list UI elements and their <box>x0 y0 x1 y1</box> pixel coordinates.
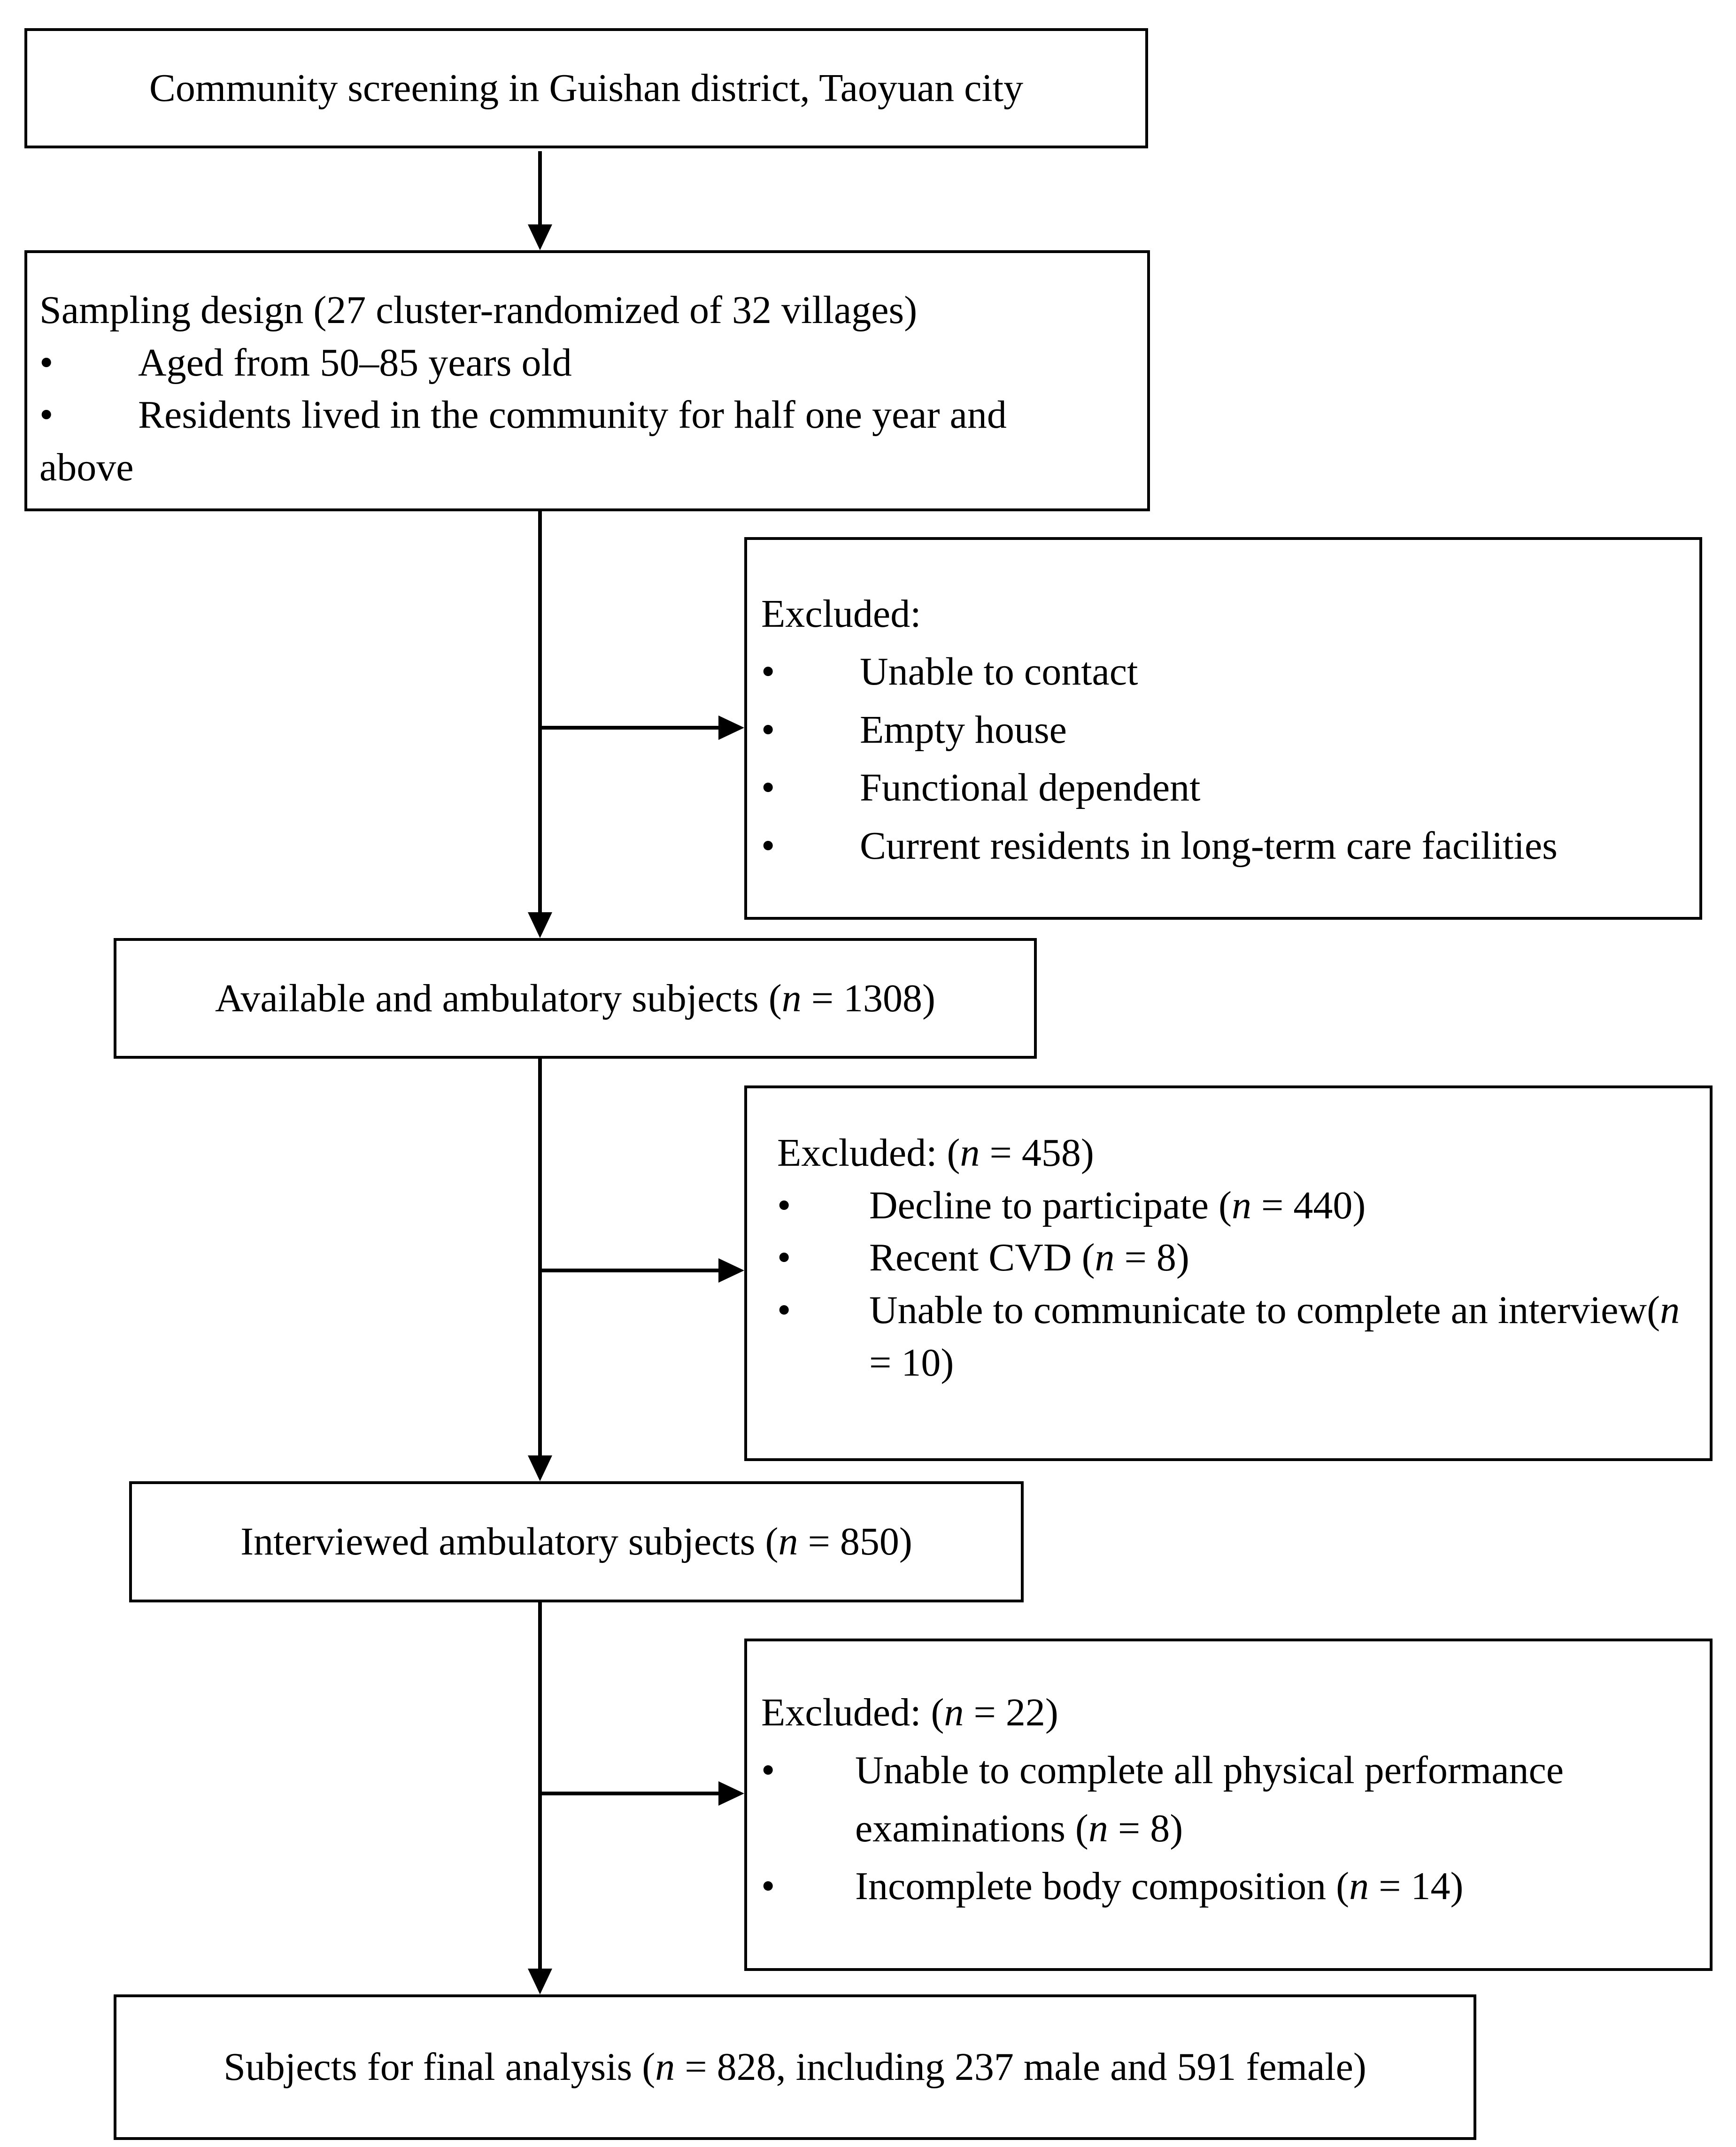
available-subjects-box: Available and ambulatory subjects (n = 1… <box>114 938 1037 1059</box>
excluded-3-item-text: Unable to complete all physical performa… <box>855 1741 1696 1857</box>
excluded-3-item-text: Incomplete body composition (n = 14) <box>855 1857 1696 1915</box>
excluded-3-title: Excluded: (n = 22) <box>761 1684 1696 1741</box>
excluded-1-item: • Unable to contact <box>761 643 1685 700</box>
bullet-marker: • <box>761 766 775 810</box>
community-screening-text: Community screening in Guishan district,… <box>149 66 1024 110</box>
n-symbol: n <box>1231 1183 1251 1227</box>
text-segment: Unable to complete all physical performa… <box>855 1748 1564 1850</box>
excluded-1-item: • Empty house <box>761 701 1685 759</box>
excluded-box-2: Excluded: (n = 458) • Decline to partici… <box>744 1085 1713 1461</box>
text-segment: Decline to participate ( <box>869 1183 1232 1227</box>
bullet-marker: • <box>39 340 54 385</box>
bullet-marker: • <box>777 1236 791 1280</box>
arrowhead-sampling-to-available <box>528 912 552 938</box>
sampling-bullet-text: Residents lived in the community for hal… <box>138 393 1007 437</box>
arrowhead-to-excluded-1 <box>718 716 744 740</box>
excluded-1-item: • Functional dependent <box>761 759 1685 816</box>
bullet-marker: • <box>777 1288 791 1332</box>
arrowhead-community-to-sampling <box>528 224 552 250</box>
excluded-1-item: • Current residents in long-term care fa… <box>761 817 1685 875</box>
excluded-2-item: • Decline to participate (n = 440) <box>777 1179 1696 1232</box>
bullet-marker: • <box>777 1183 791 1227</box>
text-segment: Recent CVD ( <box>869 1236 1095 1280</box>
community-screening-box: Community screening in Guishan district,… <box>24 28 1148 148</box>
excluded-1-item-text: Unable to contact <box>860 650 1138 694</box>
sampling-continuation-text: above <box>39 446 134 490</box>
text-segment: = 1308) <box>801 976 936 1020</box>
bullet-marker: • <box>761 650 775 694</box>
excluded-box-3: Excluded: (n = 22) • Unable to complete … <box>744 1639 1713 1971</box>
n-symbol: n <box>944 1691 964 1734</box>
n-symbol: n <box>655 2045 675 2089</box>
sampling-design-box: Sampling design (27 cluster-randomized o… <box>24 250 1150 511</box>
interviewed-subjects-text: Interviewed ambulatory subjects (n = 850… <box>240 1516 912 1568</box>
n-symbol: n <box>960 1131 980 1175</box>
text-segment: = 458) <box>980 1131 1094 1175</box>
text-segment: = 8) <box>1108 1806 1183 1850</box>
excluded-2-title: Excluded: (n = 458) <box>777 1127 1696 1179</box>
excluded-2-item-text: Recent CVD (n = 8) <box>869 1231 1696 1284</box>
text-segment: Incomplete body composition ( <box>855 1864 1350 1908</box>
text-segment: Excluded: ( <box>777 1131 960 1175</box>
arrowhead-to-excluded-3 <box>718 1781 744 1806</box>
sampling-bullet-age: • Aged from 50–85 years old <box>39 337 1133 389</box>
n-symbol: n <box>1088 1806 1108 1850</box>
n-symbol: n <box>1660 1288 1680 1332</box>
bullet-marker: • <box>761 1864 775 1908</box>
text-segment: = 10) <box>869 1340 954 1385</box>
text-segment: = 828, including 237 male and 591 female… <box>675 2045 1366 2089</box>
n-symbol: n <box>781 976 802 1020</box>
text-segment: = 440) <box>1251 1183 1366 1227</box>
text-segment: = 22) <box>964 1691 1058 1734</box>
bullet-marker: • <box>39 393 54 437</box>
text-segment: Subjects for final analysis ( <box>224 2045 656 2089</box>
bullet-marker: • <box>761 1748 775 1793</box>
excluded-2-item: • Recent CVD (n = 8) <box>777 1231 1696 1284</box>
excluded-1-item-text: Empty house <box>860 708 1067 752</box>
excluded-1-title: Excluded: <box>761 592 921 636</box>
text-segment: Unable to communicate to complete an int… <box>869 1288 1660 1332</box>
n-symbol: n <box>1349 1864 1369 1908</box>
bullet-marker: • <box>761 823 775 868</box>
text-segment: Interviewed ambulatory subjects ( <box>240 1520 779 1564</box>
excluded-2-item: • Unable to communicate to complete an i… <box>777 1284 1696 1389</box>
arrowhead-interviewed-to-final <box>528 1969 552 1994</box>
final-analysis-text: Subjects for final analysis (n = 828, in… <box>224 2041 1366 2093</box>
text-segment: = 8) <box>1114 1236 1189 1280</box>
bullet-marker: • <box>761 708 775 752</box>
n-symbol: n <box>1095 1236 1115 1280</box>
excluded-2-item-text: Unable to communicate to complete an int… <box>869 1284 1696 1389</box>
text-segment: Available and ambulatory subjects ( <box>215 976 782 1020</box>
text-segment: = 850) <box>798 1520 912 1564</box>
excluded-1-item-text: Current residents in long-term care faci… <box>860 823 1558 868</box>
text-segment: Excluded: ( <box>761 1691 944 1734</box>
available-subjects-text: Available and ambulatory subjects (n = 1… <box>215 972 935 1025</box>
text-segment: = 14) <box>1369 1864 1464 1908</box>
excluded-3-item: • Incomplete body composition (n = 14) <box>761 1857 1696 1915</box>
excluded-1-item-text: Functional dependent <box>860 766 1201 810</box>
arrowhead-available-to-interviewed <box>528 1455 552 1481</box>
excluded-3-item: • Unable to complete all physical perfor… <box>761 1741 1696 1857</box>
sampling-design-title: Sampling design (27 cluster-randomized o… <box>39 288 918 332</box>
n-symbol: n <box>778 1520 798 1564</box>
sampling-bullet-residence: • Residents lived in the community for h… <box>39 389 1133 441</box>
interviewed-subjects-box: Interviewed ambulatory subjects (n = 850… <box>129 1481 1024 1602</box>
arrowhead-to-excluded-2 <box>718 1258 744 1283</box>
excluded-box-1: Excluded: • Unable to contact • Empty ho… <box>744 537 1702 920</box>
sampling-bullet-text: Aged from 50–85 years old <box>138 340 572 385</box>
final-analysis-box: Subjects for final analysis (n = 828, in… <box>114 1994 1476 2140</box>
excluded-2-item-text: Decline to participate (n = 440) <box>869 1179 1696 1232</box>
